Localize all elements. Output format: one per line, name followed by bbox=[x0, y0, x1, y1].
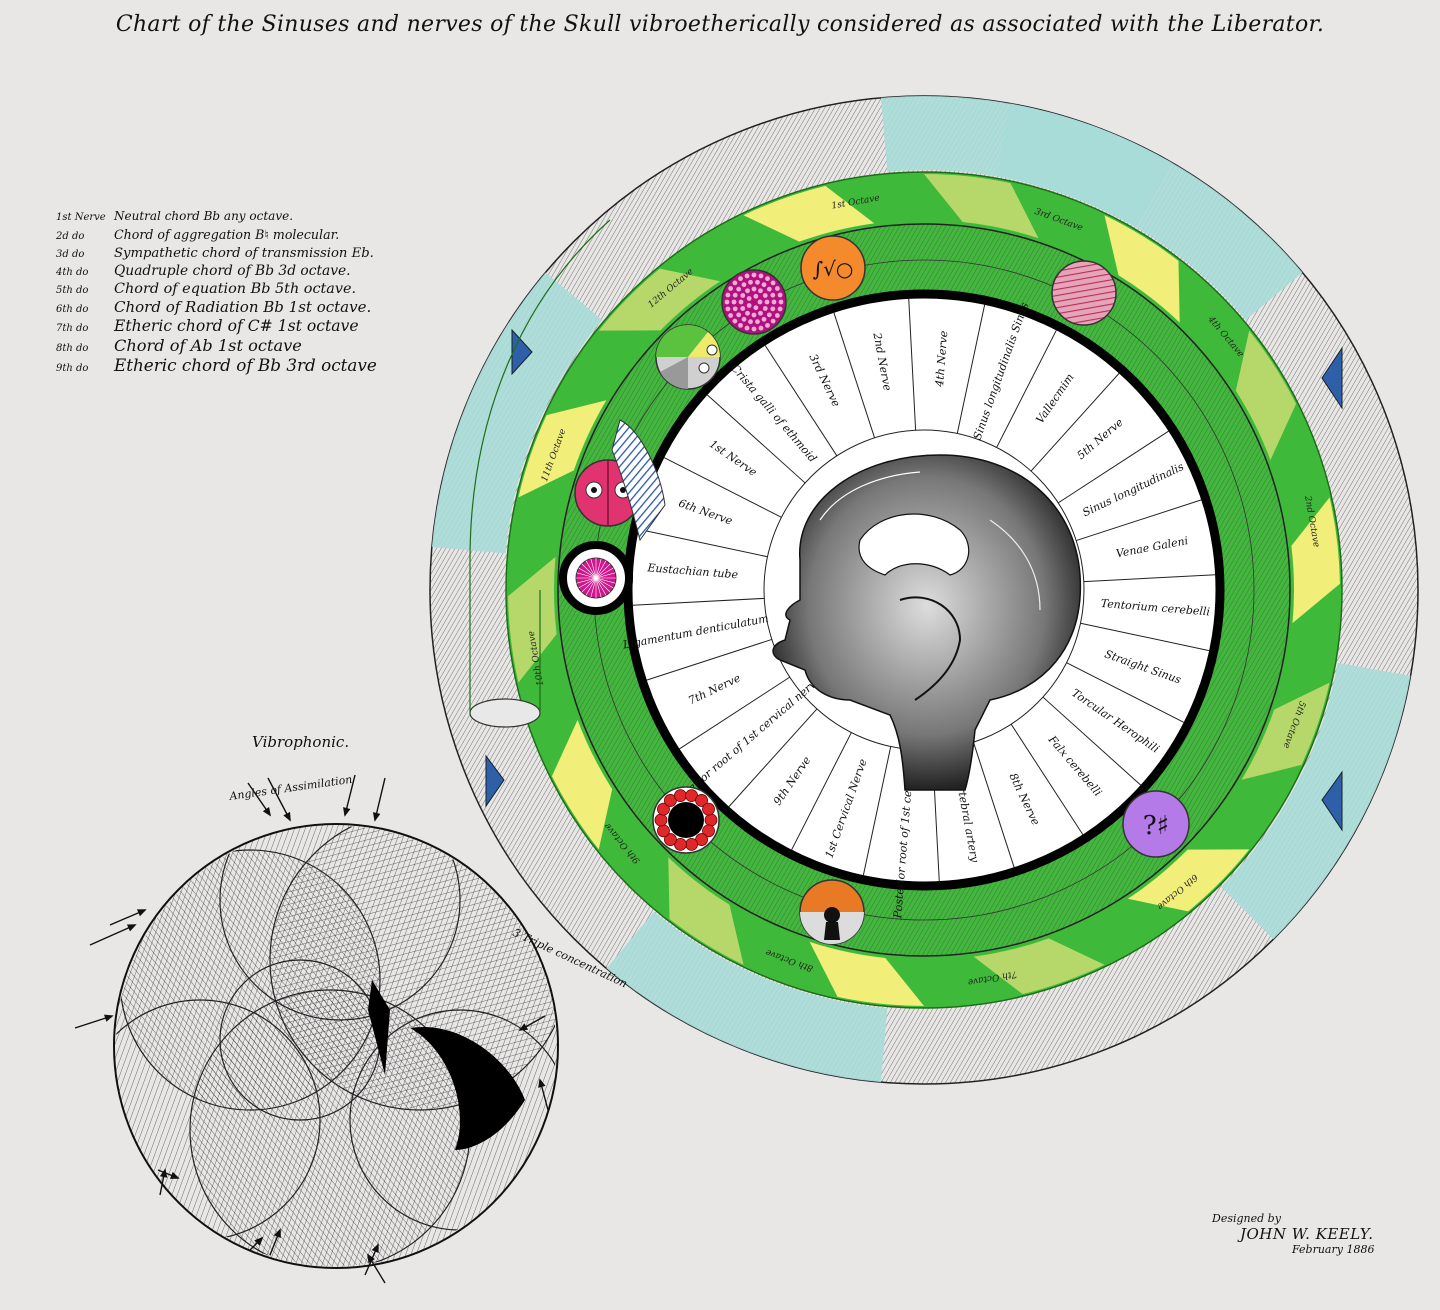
dot bbox=[771, 319, 776, 324]
dot bbox=[755, 280, 760, 285]
dot bbox=[725, 300, 730, 305]
dot bbox=[752, 327, 757, 332]
dot bbox=[755, 319, 760, 324]
arrow-head bbox=[344, 808, 349, 815]
red-dot bbox=[686, 838, 698, 850]
dot bbox=[758, 300, 763, 305]
dot bbox=[742, 282, 747, 287]
dot bbox=[759, 274, 764, 279]
dot bbox=[733, 306, 738, 311]
dot bbox=[752, 313, 757, 318]
dot bbox=[745, 274, 750, 279]
dot bbox=[745, 311, 750, 316]
dot bbox=[775, 286, 780, 291]
magenta-dotted-disc-icon bbox=[722, 270, 786, 334]
dot bbox=[736, 287, 741, 292]
vibrophonic-sphere bbox=[75, 775, 570, 1283]
dot bbox=[747, 303, 752, 308]
dot bbox=[745, 288, 750, 293]
dot bbox=[758, 288, 763, 293]
dot bbox=[767, 312, 772, 317]
dot bbox=[765, 323, 770, 328]
dot bbox=[778, 293, 783, 298]
striped-pink-disc-icon bbox=[1052, 261, 1116, 325]
red-dot bbox=[674, 790, 686, 802]
dot bbox=[762, 282, 767, 287]
dot bbox=[739, 300, 744, 305]
dot bbox=[779, 300, 784, 305]
magenta-ringed-disc-icon bbox=[563, 545, 629, 611]
assimilation-arrow bbox=[90, 925, 135, 945]
signature: Designed by JOHN W. KEELY. February 1886 bbox=[1200, 1212, 1400, 1256]
orange-symbol-disc-icon: ∫√○ bbox=[801, 236, 865, 300]
dot bbox=[726, 293, 731, 298]
dot bbox=[772, 300, 777, 305]
dot bbox=[765, 276, 770, 281]
arrow-head bbox=[105, 1015, 112, 1020]
svg-text:?♯: ?♯ bbox=[1143, 811, 1170, 841]
dot bbox=[748, 319, 753, 324]
red-dotted-disc-icon bbox=[653, 787, 719, 853]
dot bbox=[762, 317, 767, 322]
dot bbox=[733, 281, 738, 286]
dot bbox=[733, 293, 738, 298]
dot bbox=[763, 293, 768, 298]
signature-name: JOHN W. KEELY. bbox=[1240, 1225, 1400, 1243]
red-dot bbox=[705, 814, 717, 826]
arrow-head bbox=[285, 813, 290, 820]
dot bbox=[752, 273, 757, 278]
dot bbox=[748, 280, 753, 285]
dot bbox=[763, 306, 768, 311]
dot bbox=[738, 323, 743, 328]
arrow-head bbox=[138, 910, 145, 915]
angles-label: Angles of Assimilation bbox=[228, 773, 353, 803]
arrow-head bbox=[128, 925, 135, 930]
dot bbox=[736, 312, 741, 317]
dot bbox=[726, 307, 731, 312]
dot bbox=[753, 294, 758, 299]
dot bbox=[759, 326, 764, 331]
red-dot bbox=[657, 825, 669, 837]
violet-symbol-disc-icon: ?♯ bbox=[1123, 791, 1189, 857]
dot bbox=[775, 313, 780, 318]
arrow-head bbox=[374, 813, 379, 820]
green-pie-disc-icon bbox=[656, 325, 720, 389]
dot bbox=[767, 287, 772, 292]
dot bbox=[752, 287, 757, 292]
dot bbox=[745, 326, 750, 331]
dot bbox=[771, 281, 776, 286]
signature-designed: Designed by bbox=[1212, 1212, 1400, 1225]
dot bbox=[740, 306, 745, 311]
dot bbox=[742, 317, 747, 322]
dot bbox=[770, 293, 775, 298]
signature-date: February 1886 bbox=[1292, 1243, 1400, 1256]
red-dot bbox=[655, 814, 667, 826]
orange-keyhole-disc-icon bbox=[800, 880, 864, 944]
dot bbox=[728, 286, 733, 291]
red-dot bbox=[703, 803, 715, 815]
dot bbox=[753, 305, 758, 310]
dot bbox=[740, 293, 745, 298]
dot bbox=[758, 311, 763, 316]
dot bbox=[770, 306, 775, 311]
dot bbox=[765, 300, 770, 305]
dot bbox=[733, 319, 738, 324]
dot bbox=[738, 276, 743, 281]
dot bbox=[778, 307, 783, 312]
dot bbox=[747, 296, 752, 301]
arrow-head bbox=[264, 808, 270, 815]
dot bbox=[732, 300, 737, 305]
dot bbox=[728, 313, 733, 318]
vibrophonic-title: Vibrophonic. bbox=[252, 733, 349, 751]
svg-text:∫√○: ∫√○ bbox=[813, 257, 854, 281]
